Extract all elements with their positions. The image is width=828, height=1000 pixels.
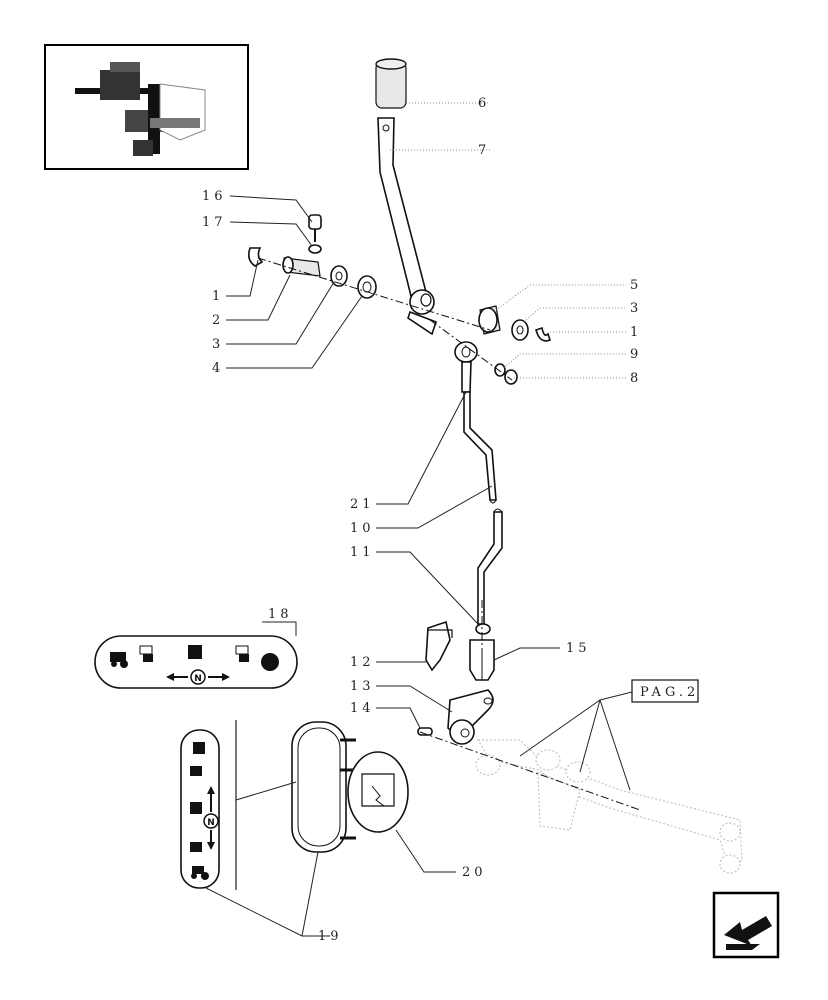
callout-14: 14 [350,701,375,716]
shift-rod [454,341,503,625]
washer-rod-end [475,623,491,635]
left-pin [282,256,321,277]
callout-19: 19 [318,929,343,944]
washer-17 [308,244,322,254]
leader-lines [205,102,633,937]
washer-4 [357,275,377,299]
callout-18: 18 [268,607,293,622]
left-clip [248,247,264,267]
bolt-16 [308,214,322,242]
callout-1-left: 1 [212,289,224,304]
next-page-arrow-button[interactable] [712,891,780,959]
locator-thumbnail [44,44,249,170]
callout-21: 21 [350,497,375,512]
callout-3-left: 3 [212,337,224,352]
lever-13 [447,689,494,745]
grommet-20 [347,751,409,833]
callout-2: 2 [212,313,224,328]
washer-3-right [511,319,529,341]
callout-10: 10 [350,521,375,536]
clip-1-right [535,326,551,342]
axis-mid [429,319,513,381]
bushing-5 [478,305,501,335]
shift-decal-vertical: N [180,729,220,889]
page-reference: PAG.2 [640,685,699,700]
callout-11: 11 [350,545,375,560]
callout-16: 16 [202,189,227,204]
washer-3-left [330,265,348,287]
panel-bracket [291,721,356,853]
callout-3-right: 3 [630,301,642,316]
callout-20: 20 [462,865,487,880]
callout-1-right: 1 [630,325,642,340]
callout-6: 6 [478,96,490,111]
callout-7: 7 [478,143,490,158]
nut-8 [504,369,518,385]
callout-4: 4 [212,361,224,376]
callout-5: 5 [630,278,642,293]
shift-decal-horizontal: N [94,635,298,689]
decal-n-horizontal: N [194,674,202,684]
washer-9 [494,363,506,377]
decal-n-vertical: N [207,818,215,828]
callout-15: 15 [566,641,591,656]
next-page-arrow-icon [724,916,772,950]
gear-lever [375,58,438,336]
page-reference-box: PAG.2 [631,679,699,703]
callout-12: 12 [350,655,375,670]
clip-12 [425,620,453,672]
callout-labels: 6 7 16 17 1 2 3 4 5 3 1 9 8 21 10 11 12 … [202,96,642,944]
callout-8: 8 [630,371,642,386]
callout-9: 9 [630,347,642,362]
axis-shaft [419,731,641,811]
callout-17: 17 [202,215,227,230]
shift-shaft-ghost [475,739,743,874]
pin-14 [417,727,433,736]
callout-13: 13 [350,679,375,694]
